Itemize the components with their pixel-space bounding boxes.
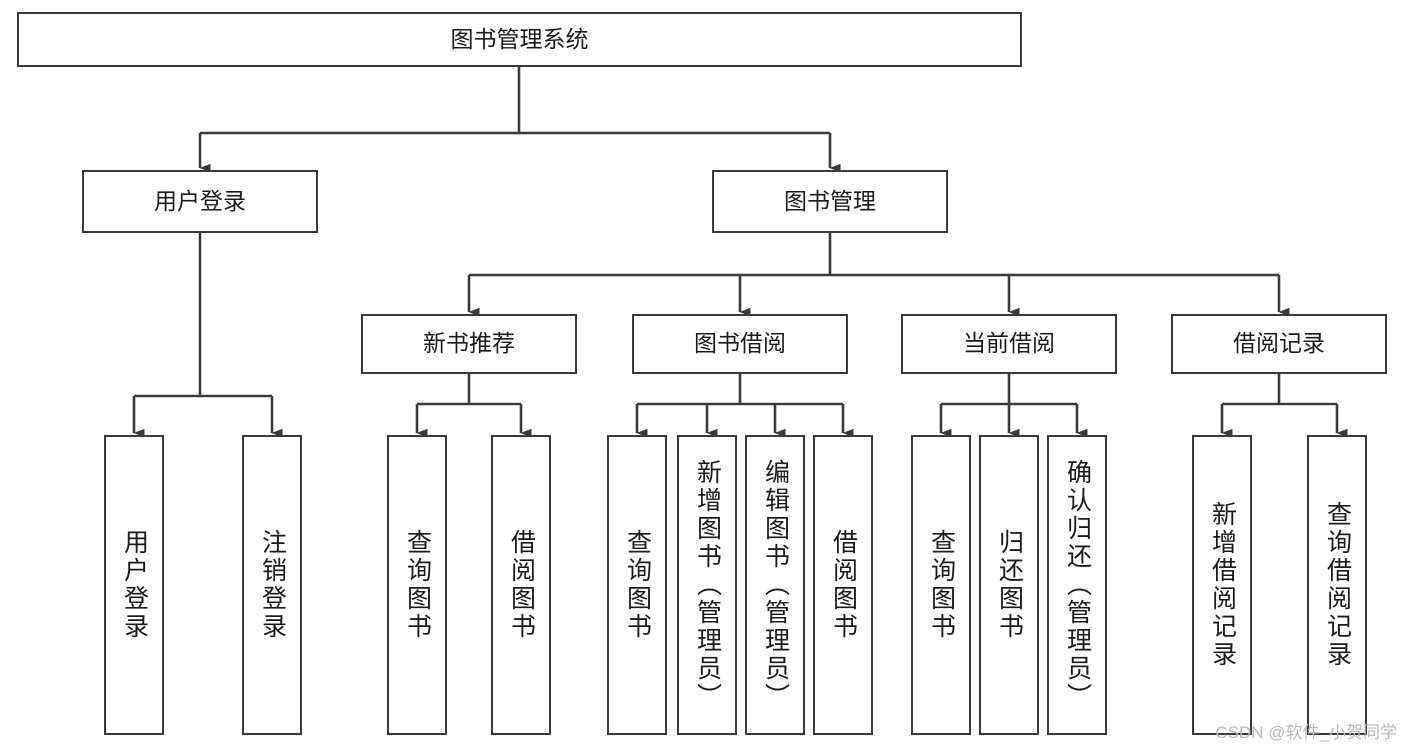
node-label: 查询图书 [403,529,432,641]
node-label: 查询图书 [623,529,652,641]
leaf-add-book-admin[interactable]: 新增图书（管理员） [677,435,737,735]
leaf-user-login[interactable]: 用户登录 [104,435,164,735]
node-borrow-record[interactable]: 借阅记录 [1171,314,1387,374]
node-label: 用户登录 [120,529,149,641]
node-label: 归还图书 [995,529,1024,641]
node-label: 编辑图书（管理员） [761,459,790,711]
node-label: 注销登录 [258,529,287,641]
node-new-book-recommend[interactable]: 新书推荐 [361,314,577,374]
node-label: 借阅图书 [507,529,536,641]
leaf-borrow-book-recommend[interactable]: 借阅图书 [491,435,551,735]
node-root-book-management-system[interactable]: 图书管理系统 [17,12,1022,67]
leaf-add-borrow-record[interactable]: 新增借阅记录 [1192,435,1252,735]
node-label: 借阅记录 [1233,330,1325,357]
node-label: 新书推荐 [423,330,515,357]
node-label: 图书借阅 [694,330,786,357]
node-label: 查询图书 [927,529,956,641]
node-book-management[interactable]: 图书管理 [712,170,948,233]
leaf-edit-book-admin[interactable]: 编辑图书（管理员） [745,435,805,735]
node-label: 新增图书（管理员） [693,459,722,711]
leaf-borrow-book-borrow[interactable]: 借阅图书 [813,435,873,735]
leaf-query-book-recommend[interactable]: 查询图书 [387,435,447,735]
node-label: 确认归还（管理员） [1063,459,1092,711]
leaf-logout-login[interactable]: 注销登录 [242,435,302,735]
node-label: 当前借阅 [963,330,1055,357]
node-label: 图书管理系统 [450,25,589,52]
node-user-login[interactable]: 用户登录 [82,170,318,233]
leaf-query-borrow-record[interactable]: 查询借阅记录 [1307,435,1367,735]
node-label: 用户登录 [154,187,246,214]
leaf-confirm-return-admin[interactable]: 确认归还（管理员） [1047,435,1107,735]
node-label: 查询借阅记录 [1323,501,1352,669]
node-current-borrow[interactable]: 当前借阅 [901,314,1117,374]
node-label: 图书管理 [784,187,876,214]
node-label: 借阅图书 [829,529,858,641]
node-book-borrow[interactable]: 图书借阅 [632,314,848,374]
leaf-query-book-current[interactable]: 查询图书 [911,435,971,735]
leaf-return-book[interactable]: 归还图书 [979,435,1039,735]
leaf-query-book-borrow[interactable]: 查询图书 [607,435,667,735]
node-label: 新增借阅记录 [1208,501,1237,669]
